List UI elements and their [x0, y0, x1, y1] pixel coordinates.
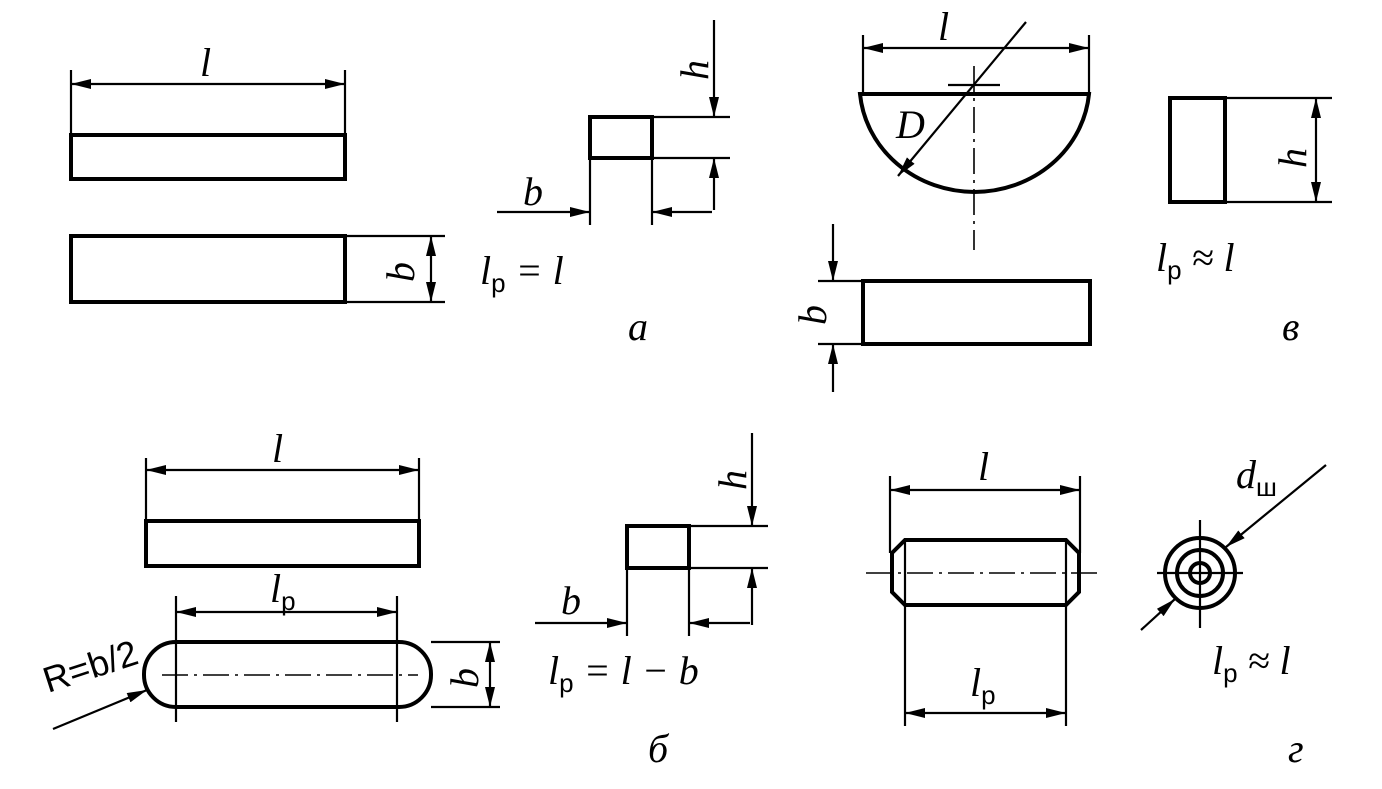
dim-D [897, 21, 1027, 177]
label-l: l [938, 4, 949, 49]
figure-v-segment-key: l D b h lр ≈ l в [790, 4, 1332, 392]
label-l: l [978, 444, 989, 489]
label-b: b [561, 578, 581, 623]
caption-v: в [1282, 304, 1299, 349]
formula-g: lр ≈ l [1212, 638, 1291, 688]
figure-g-pin-key: l lр dш lр ≈ l г [866, 444, 1327, 771]
segment-key-side-view [1168, 96, 1227, 204]
label-b: b [790, 305, 835, 325]
figure-a-flat-key: l b h b lр = l а [69, 20, 730, 349]
label-l: l [200, 40, 211, 85]
segment-key-bottom-view [861, 279, 1092, 346]
label-lp: lр [270, 566, 296, 616]
radius-leader [52, 688, 148, 731]
label-lp: lр [970, 660, 996, 710]
label-radius: R=b/2 [38, 632, 143, 701]
key-b-top-view [142, 640, 433, 709]
label-b: b [523, 169, 543, 214]
caption-b: б [648, 726, 670, 771]
key-b-side-view [144, 519, 421, 568]
label-D: D [895, 102, 925, 147]
key-b-section [625, 524, 691, 570]
key-a-front-view [69, 234, 347, 304]
label-h: h [1270, 148, 1315, 168]
formula-v: lр ≈ l [1156, 235, 1235, 285]
label-h: h [710, 470, 755, 490]
figure-b-rounded-key: l lр b R=b/2 h b lр = l − b б [38, 426, 768, 771]
label-h: h [672, 60, 717, 80]
caption-a: а [628, 304, 648, 349]
formula-b: lр = l − b [548, 648, 699, 698]
label-d: dш [1236, 452, 1277, 502]
key-a-top-view [69, 133, 347, 181]
label-b: b [378, 262, 423, 282]
caption-g: г [1288, 726, 1304, 771]
formula-a: lр = l [480, 248, 564, 298]
dim-d [1140, 598, 1176, 631]
key-a-section [588, 115, 654, 160]
segment-key-profile [857, 92, 1092, 194]
label-b: b [442, 668, 487, 688]
label-l: l [272, 426, 283, 471]
dim-d [1225, 464, 1327, 548]
